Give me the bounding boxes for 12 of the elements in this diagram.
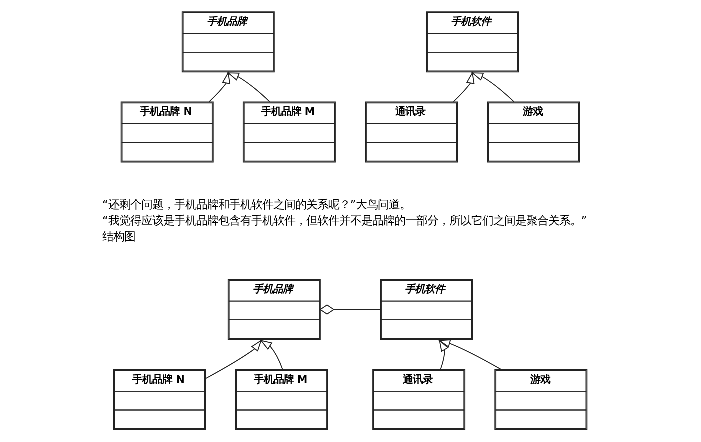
label: 结构图 [102, 230, 136, 244]
arrow [439, 340, 449, 370]
label: “我觉得应该是手机品牌包含有手机软件，但软件并不是品牌的一部分，所以它们之间是聚合关系。” [102, 214, 588, 228]
arrow [260, 340, 284, 370]
arrow [453, 72, 475, 102]
connector [320, 304, 381, 315]
arrow [471, 72, 514, 102]
arrow [206, 340, 262, 380]
arrow [227, 72, 270, 102]
arrow [209, 72, 231, 102]
arrow [438, 340, 502, 370]
label: “还剩个问题，手机品牌和手机软件之间的关系呢？”大鸟问道。 [102, 198, 412, 212]
